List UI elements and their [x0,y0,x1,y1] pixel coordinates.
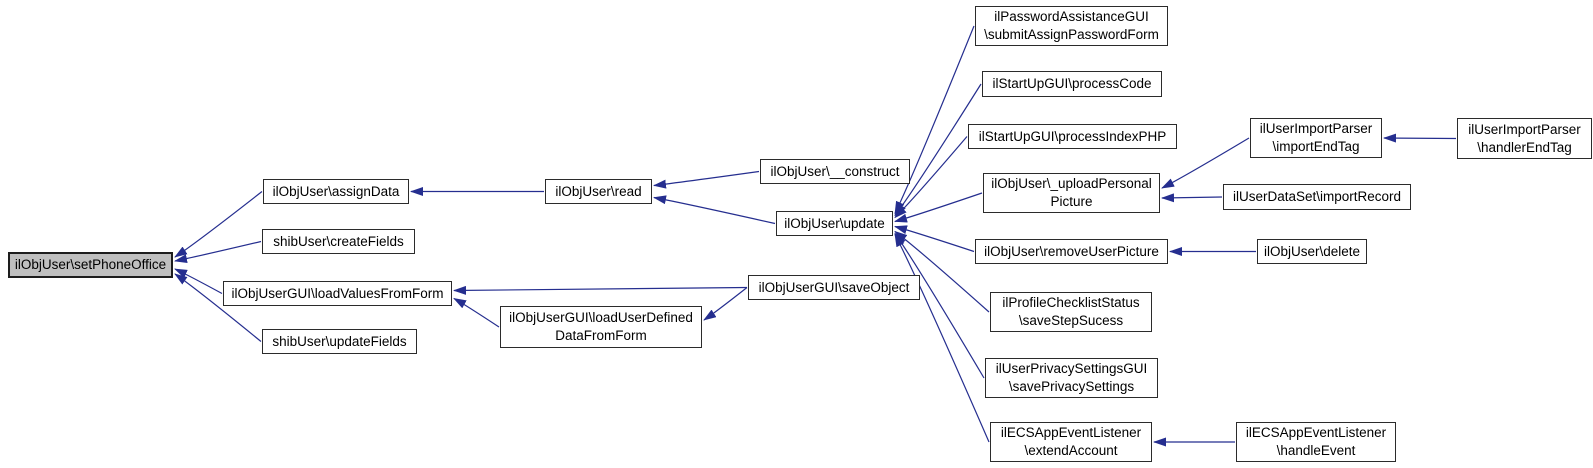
node-read[interactable]: ilObjUser\read [545,179,652,204]
call-edge-create-fields-to-set-phone-office [174,240,262,264]
node-label: ilStartUpGUI\processIndexPHP [978,128,1167,144]
call-edge-save-privacy-settings-to-update [894,232,985,379]
call-edge-import-record-to-upload-personal-picture [1161,193,1223,203]
node-label: ilObjUser\setPhoneOffice [14,257,167,273]
node-label: ilObjUser\__construct [770,163,900,179]
node-label: ilObjUser\assignData [272,183,400,199]
node-remove-user-picture[interactable]: ilObjUser\removeUserPicture [975,239,1168,264]
node-label: Picture [1050,194,1093,209]
call-edge-remove-user-picture-to-update [894,225,975,253]
call-edge-handler-end-tag-to-import-end-tag [1383,133,1457,143]
node-label: shibUser\updateFields [272,333,407,349]
node-label: ilObjUserGUI\saveObject [758,279,910,295]
node-label: ilObjUser\update [784,215,885,231]
node-label: ilObjUser\removeUserPicture [984,243,1159,259]
call-edge-process-code-to-update [894,83,982,217]
node-save-step-sucess[interactable]: ilProfileChecklistStatus \saveStepSucess [990,292,1152,332]
node-handle-event[interactable]: ilECSAppEventListener \handleEvent [1236,422,1396,462]
node-label: \saveStepSucess [1018,313,1124,328]
call-edge-construct-to-read [653,170,760,189]
call-edge-upload-personal-picture-to-update [894,192,983,223]
call-edge-save-object-to-load-values-from-form [453,285,748,295]
call-edge-update-to-read [653,195,776,225]
node-label: ilProfileChecklistStatus [1002,295,1140,311]
node-label: ilUserDataSet\importRecord [1232,189,1402,205]
call-edge-assign-data-to-set-phone-office [174,191,263,258]
node-label: shibUser\createFields [273,233,404,249]
node-label: ilPasswordAssistanceGUI [994,9,1149,25]
node-process-code[interactable]: ilStartUpGUI\processCode [982,71,1162,97]
node-label: ilObjUserGUI\loadUserDefined [509,310,693,326]
node-label: DataFromForm [555,328,647,343]
call-edge-load-user-defined-data-from-form-to-load-values-from-form [453,297,500,328]
node-process-index-php[interactable]: ilStartUpGUI\processIndexPHP [968,124,1177,149]
node-delete[interactable]: ilObjUser\delete [1257,239,1367,264]
call-edge-save-object-to-load-user-defined-data-from-form [703,287,748,321]
node-label: ilECSAppEventListener [1245,425,1387,441]
node-construct[interactable]: ilObjUser\__construct [760,159,910,184]
node-label: ilObjUser\_uploadPersonal [991,176,1152,192]
node-label: ilObjUserGUI\loadValuesFromForm [231,285,444,301]
node-label: \importEndTag [1272,139,1360,154]
node-load-values-from-form[interactable]: ilObjUserGUI\loadValuesFromForm [223,281,452,306]
node-label: ilUserImportParser [1468,121,1581,137]
node-label: ilUserImportParser [1259,121,1373,137]
node-update[interactable]: ilObjUser\update [776,211,893,236]
node-label: \submitAssignPasswordForm [984,27,1159,42]
node-import-end-tag[interactable]: ilUserImportParser \importEndTag [1250,118,1382,158]
node-set-phone-office: ilObjUser\setPhoneOffice [8,252,173,278]
node-label: ilUserPrivacySettingsGUI [995,361,1148,377]
node-label: ilStartUpGUI\processCode [992,76,1152,92]
node-label: ilObjUser\delete [1263,243,1361,259]
node-label: \extendAccount [1024,443,1118,458]
call-edge-extend-account-to-update [894,233,990,443]
node-assign-data[interactable]: ilObjUser\assignData [263,179,409,204]
node-extend-account[interactable]: ilECSAppEventListener \extendAccount [990,422,1152,462]
node-save-object[interactable]: ilObjUserGUI\saveObject [748,275,920,300]
call-edge-load-values-from-form-to-set-phone-office [174,268,223,295]
node-label: ilECSAppEventListener [1000,425,1142,441]
node-label: \savePrivacySettings [1008,379,1135,394]
node-save-privacy-settings[interactable]: ilUserPrivacySettingsGUI \savePrivacySett… [985,358,1158,398]
node-label: \handleEvent [1276,443,1356,458]
call-edge-submit-assign-password-form-to-update [894,25,975,215]
node-submit-assign-password-form[interactable]: ilPasswordAssistanceGUI \submitAssignPass… [975,6,1168,46]
node-label: \handlerEndTag [1477,139,1572,155]
node-label: ilObjUser\read [555,183,642,199]
node-create-fields[interactable]: shibUser\createFields [262,229,415,254]
node-import-record[interactable]: ilUserDataSet\importRecord [1223,184,1411,210]
node-handler-end-tag[interactable]: ilUserImportParser \handlerEndTag [1457,118,1592,159]
node-update-fields[interactable]: shibUser\updateFields [262,329,417,354]
